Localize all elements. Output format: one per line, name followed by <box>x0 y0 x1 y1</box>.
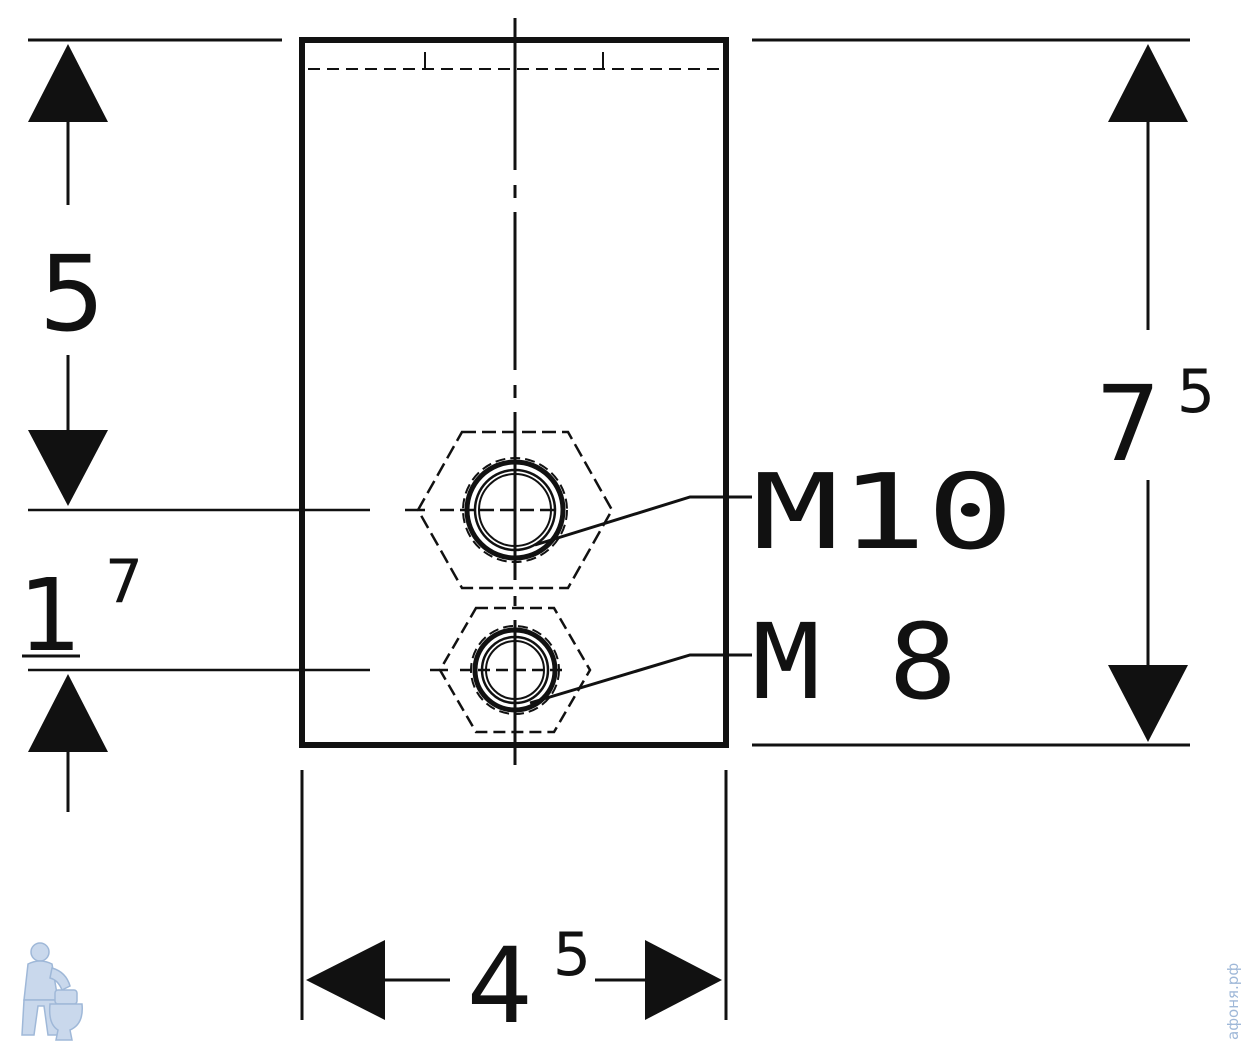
dim-left-upper: 5 <box>28 44 108 506</box>
dim-left-upper-value: 5 <box>39 233 105 355</box>
arrow-right-icon <box>645 940 722 1020</box>
dim-left-lower-sup: 7 <box>105 547 143 617</box>
arrow-down-icon <box>28 430 108 506</box>
arrow-up-icon <box>1108 44 1188 122</box>
m8-leader <box>529 653 752 705</box>
arrow-down-icon <box>1108 665 1188 742</box>
dim-left-lower: 1 7 <box>18 547 143 812</box>
dim-bottom-sup: 5 <box>553 920 591 990</box>
m10-leader <box>534 495 752 547</box>
dim-bottom-value: 4 <box>467 925 533 1047</box>
plumber-with-toilet-icon <box>21 942 83 1041</box>
m8-nut <box>438 606 592 734</box>
arrow-up-icon <box>28 674 108 752</box>
m10-label: M10 <box>752 451 1014 573</box>
m10-nut <box>416 430 614 590</box>
dim-bottom: 4 5 <box>300 770 728 1047</box>
dim-right: 7 5 <box>1095 44 1215 742</box>
dim-right-sup: 5 <box>1177 357 1215 427</box>
arrow-up-icon <box>28 44 108 122</box>
dim-right-value: 7 <box>1095 363 1161 485</box>
m8-label: M 8 <box>752 601 957 723</box>
arrow-left-icon <box>306 940 385 1020</box>
watermark-side-text: афоня.рф <box>1224 963 1242 1040</box>
